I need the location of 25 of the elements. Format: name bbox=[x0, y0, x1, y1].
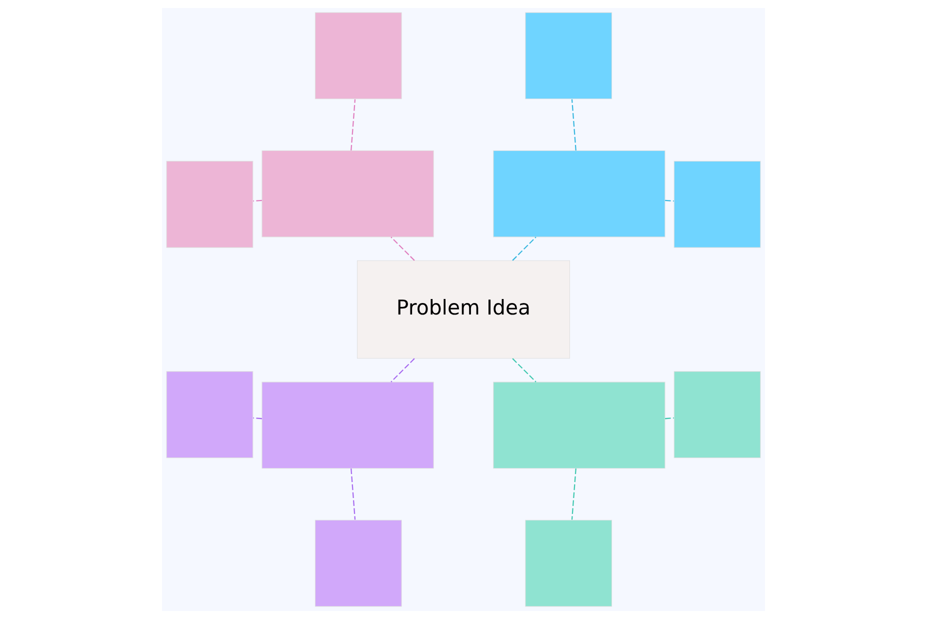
connector bbox=[350, 468, 356, 520]
node-box bbox=[261, 382, 434, 469]
connector bbox=[664, 417, 674, 420]
connector bbox=[390, 358, 414, 382]
connector bbox=[252, 200, 262, 202]
connector bbox=[512, 358, 536, 382]
connector bbox=[350, 99, 356, 151]
node-box bbox=[673, 371, 760, 458]
connector bbox=[570, 99, 576, 151]
connector bbox=[390, 236, 414, 261]
node-box bbox=[492, 150, 665, 238]
node-box bbox=[524, 520, 612, 607]
node-box bbox=[314, 12, 402, 100]
node-box bbox=[166, 160, 253, 248]
node-box bbox=[166, 371, 253, 458]
connector bbox=[570, 468, 576, 520]
connector bbox=[664, 200, 674, 202]
node-box bbox=[314, 520, 402, 607]
node-box: Problem Idea bbox=[356, 260, 570, 359]
node-box bbox=[492, 382, 665, 469]
node-box bbox=[673, 160, 760, 248]
connector bbox=[252, 417, 262, 420]
node-box bbox=[261, 150, 434, 238]
connector bbox=[512, 236, 536, 261]
node-box bbox=[524, 12, 612, 100]
